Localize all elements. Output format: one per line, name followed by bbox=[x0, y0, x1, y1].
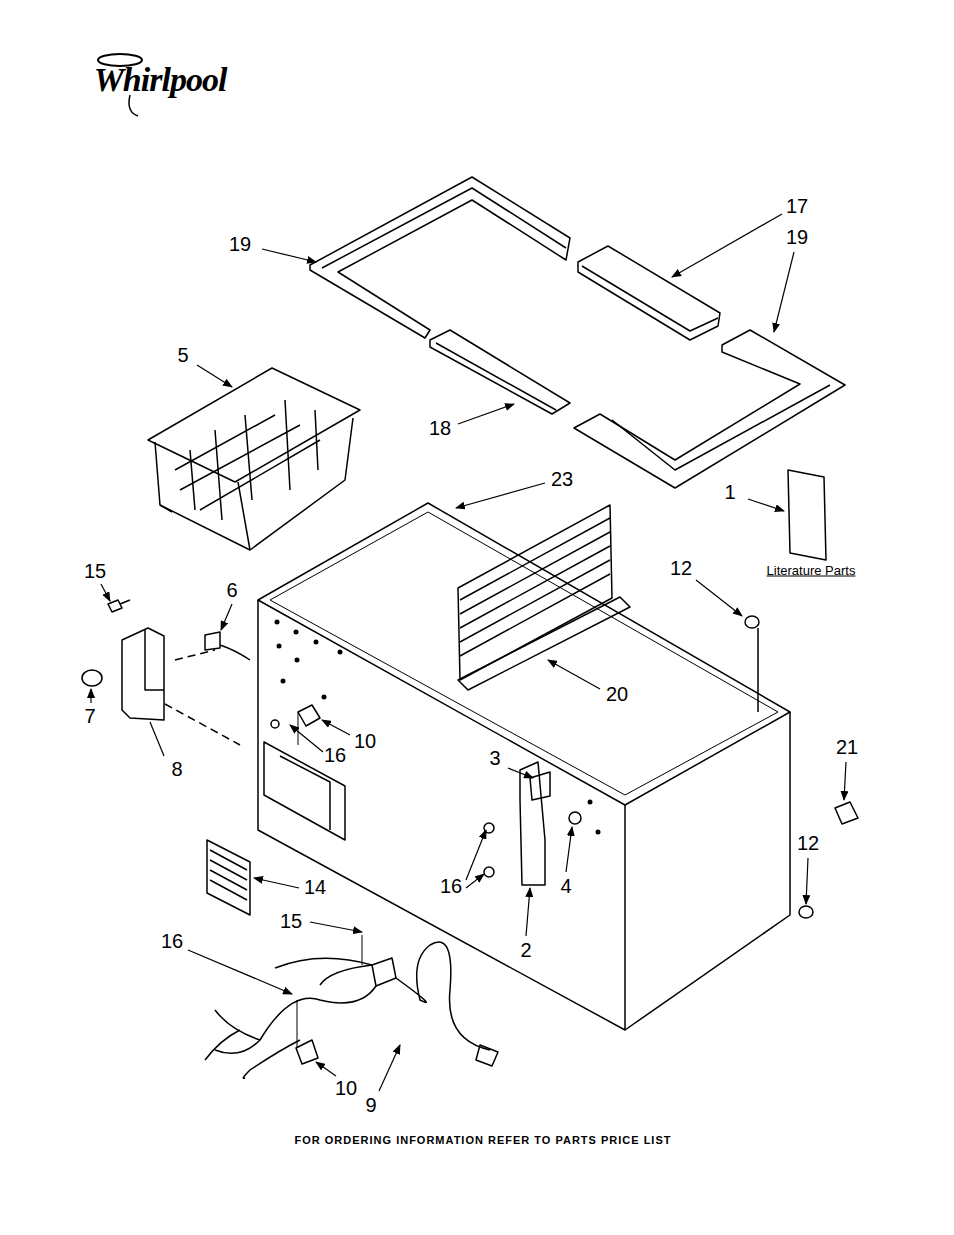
callout-number: 8 bbox=[171, 759, 182, 779]
callout-number: 19 bbox=[786, 227, 808, 247]
callout-number: 7 bbox=[84, 706, 95, 726]
callout-number: 16 bbox=[161, 931, 183, 951]
callout-number: 16 bbox=[324, 745, 346, 765]
footer-caption: FOR ORDERING INFORMATION REFER TO PARTS … bbox=[295, 1135, 672, 1146]
callout-number: 4 bbox=[560, 876, 571, 896]
callout-number: 6 bbox=[226, 580, 237, 600]
callout-number: 12 bbox=[670, 558, 692, 578]
callout-number: 17 bbox=[786, 196, 808, 216]
callout-number: 18 bbox=[429, 418, 451, 438]
callout-number: 2 bbox=[520, 940, 531, 960]
brand-logo: Whirlpool bbox=[94, 63, 227, 97]
callout-number: 9 bbox=[365, 1095, 376, 1115]
callout-number: 10 bbox=[354, 731, 376, 751]
callout-number: 5 bbox=[177, 345, 188, 365]
callout-number: 15 bbox=[280, 911, 302, 931]
callout-number: 1 bbox=[724, 482, 735, 502]
callout-number: 16 bbox=[440, 876, 462, 896]
callout-number: 3 bbox=[489, 748, 500, 768]
callout-number: 15 bbox=[84, 561, 106, 581]
callout-number: 23 bbox=[551, 469, 573, 489]
callout-number: 12 bbox=[797, 833, 819, 853]
callout-number: 20 bbox=[606, 684, 628, 704]
callout-number: 10 bbox=[335, 1078, 357, 1098]
callout-number: 14 bbox=[304, 877, 326, 897]
callout-number: 19 bbox=[229, 234, 251, 254]
literature-label: Literature Parts bbox=[767, 564, 856, 577]
callout-number: 21 bbox=[836, 737, 858, 757]
